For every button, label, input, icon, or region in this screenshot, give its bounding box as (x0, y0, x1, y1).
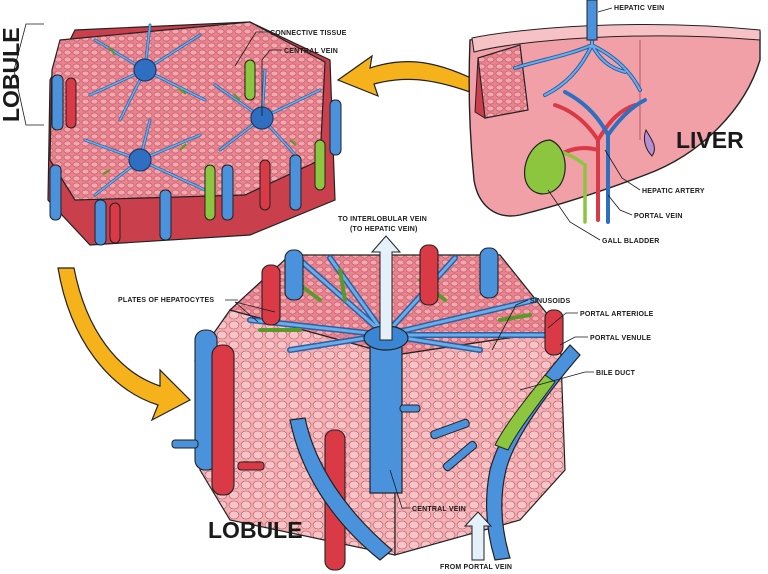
arrow-to-hepatic-vein (370, 235, 402, 341)
gall-bladder-shape (523, 139, 566, 195)
hepatic-vein-label: HEPATIC VEIN (614, 5, 664, 12)
central-vein-bottom-label: CENTRAL VEIN (412, 506, 466, 513)
central-vein-column (369, 337, 403, 494)
bile-duct-vessel (494, 374, 556, 451)
lobule-bottom-label: LOBULE (208, 517, 303, 543)
liver-label: LIVER (676, 127, 744, 153)
portal-venule-label: PORTAL VENULE (590, 335, 651, 342)
liver-illustration (468, 0, 761, 224)
arrow-from-portal-vein (463, 511, 493, 561)
to-interlobular-label-2: (TO HEPATIC VEIN) (350, 226, 418, 233)
connective-tissue-label: CONNECTIVE TISSUE (270, 30, 347, 37)
lobule-cluster-top (47, 21, 342, 246)
to-interlobular-label-1: TO INTERLOBULAR VEIN (338, 216, 427, 223)
gall-bladder-label: GALL BLADDER (602, 238, 660, 245)
lobule-detailed (171, 235, 581, 571)
portal-arteriole-label: PORTAL ARTERIOLE (580, 311, 654, 318)
central-vein-top-1 (133, 58, 157, 82)
central-vein-top-3 (128, 148, 152, 172)
portal-vein-label: PORTAL VEIN (634, 213, 683, 220)
leader-lines (225, 7, 641, 509)
lobule-top-label: LOBULE (0, 27, 24, 122)
hepatic-artery-label: HEPATIC ARTERY (642, 188, 705, 195)
sinusoids-label: SINUSOIDS (530, 298, 570, 305)
arrow-liver-to-lobule (336, 54, 476, 98)
central-vein-top-label: CENTRAL VEIN (284, 48, 338, 55)
arrow-lobule-to-detail (57, 267, 192, 422)
bile-duct-label: BILE DUCT (596, 370, 636, 377)
from-portal-vein-label: FROM PORTAL VEIN (440, 564, 512, 571)
plates-of-hepatocytes-label: PLATES OF HEPATOCYTES (118, 297, 214, 304)
